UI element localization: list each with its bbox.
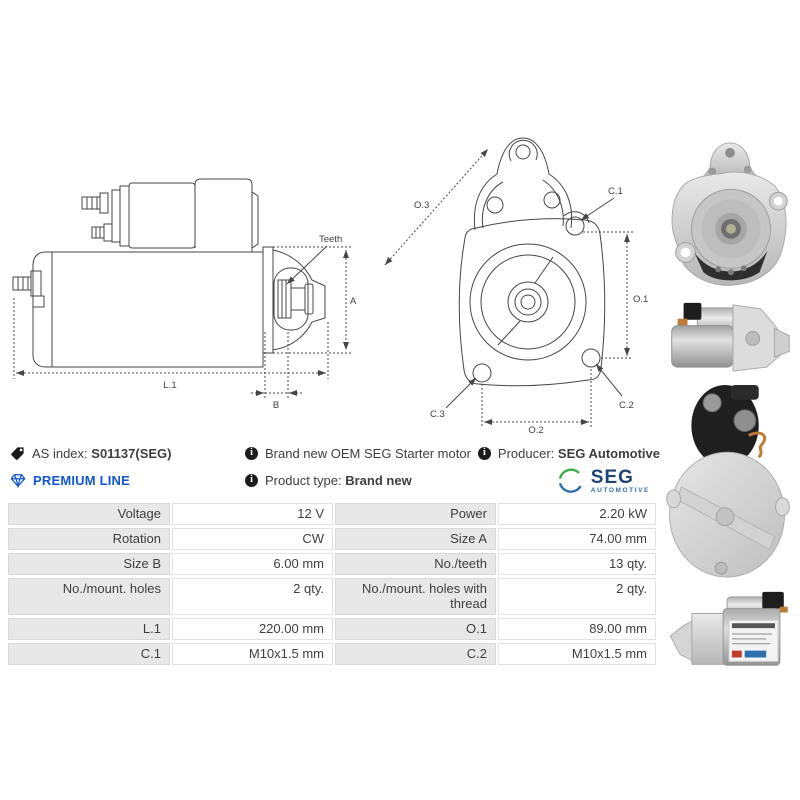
info-icon: i (477, 446, 491, 460)
spec-value-cell: 2 qty. (498, 578, 656, 615)
dim-label-o3: O.3 (414, 200, 429, 211)
dim-label-b: B (273, 400, 279, 411)
product-meta: AS index: S01137(SEG) PREMIUM LINE i Bra… (0, 444, 800, 502)
product-photo-labeled-side-view (669, 591, 788, 666)
diamond-icon (10, 473, 26, 488)
info-icon: i (245, 473, 258, 487)
dim-label-o1: O.1 (633, 294, 648, 305)
spec-label-cell: C.2 (335, 643, 496, 665)
dim-label-teeth: Teeth (319, 234, 342, 245)
spec-label-cell: Rotation (8, 528, 170, 550)
seg-logo-wordmark: SEG AUTOMOTIVE (591, 468, 650, 495)
product-type-text: Product type: Brand new (265, 472, 412, 488)
spec-value-cell: 89.00 mm (498, 618, 656, 640)
spec-table: Voltage 12 V Power 2.20 kW Rotation CW S… (8, 503, 656, 665)
seg-logo-circle-icon (558, 468, 582, 493)
product-type-value: Brand new (345, 472, 412, 488)
spec-value-cell: 6.00 mm (172, 553, 333, 575)
spec-value-cell: M10x1.5 mm (172, 643, 333, 665)
dim-label-c2: C.2 (619, 400, 634, 411)
tag-icon (11, 446, 24, 460)
spec-value-cell: 2.20 kW (498, 503, 656, 525)
spec-label-cell: O.1 (335, 618, 496, 640)
spec-value-cell: 74.00 mm (498, 528, 656, 550)
premium-line-label: PREMIUM LINE (33, 472, 131, 488)
dim-label-o2: O.2 (528, 425, 543, 436)
producer-value: SEG Automotive (557, 445, 660, 461)
spec-label-cell: Size A (335, 528, 496, 550)
technical-drawing-side-view: Teeth A L.1 B (12, 178, 357, 411)
meta-column-middle: i Brand new OEM SEG Starter motor i Prod… (245, 444, 471, 489)
spec-value-cell: 2 qty. (172, 578, 333, 615)
dim-label-c1: C.1 (608, 186, 623, 197)
brand-info-text: Brand new OEM SEG Starter motor (265, 445, 471, 461)
product-type-row: i Product type: Brand new (245, 471, 471, 489)
spec-label-cell: C.1 (8, 643, 170, 665)
product-photo-rear-view (666, 384, 790, 578)
spec-value-cell: M10x1.5 mm (498, 643, 656, 665)
product-photos (663, 138, 797, 679)
product-photo-front-view (671, 142, 788, 286)
brand-info-row: i Brand new OEM SEG Starter motor (245, 444, 471, 462)
spec-label-cell: Power (335, 503, 496, 525)
seg-automotive-logo: SEG AUTOMOTIVE (556, 466, 650, 496)
producer-row: i Producer: SEG Automotive (477, 444, 660, 462)
producer-text: Producer: SEG Automotive (497, 445, 660, 461)
spec-label-cell: No./mount. holes with thread (335, 578, 496, 615)
as-index-text: AS index: S01137(SEG) (32, 445, 172, 461)
spec-value-cell: 13 qty. (498, 553, 656, 575)
product-photo-side-view (671, 302, 790, 372)
spec-label-cell: L.1 (8, 618, 170, 640)
dim-label-l1: L.1 (163, 380, 176, 391)
info-icon: i (245, 446, 258, 460)
meta-column-left: AS index: S01137(SEG) PREMIUM LINE (10, 444, 172, 489)
premium-line-row: PREMIUM LINE (10, 471, 172, 489)
spec-label-cell: No./teeth (335, 553, 496, 575)
seg-logo-subtitle: AUTOMOTIVE (590, 486, 650, 494)
spec-value-cell: CW (172, 528, 333, 550)
spec-label-cell: Voltage (8, 503, 170, 525)
as-index-value: S01137(SEG) (91, 445, 172, 461)
spec-value-cell: 220.00 mm (172, 618, 333, 640)
meta-column-right: i Producer: SEG Automotive SEG AUTOMOTIV… (477, 444, 660, 496)
spec-value-cell: 12 V (172, 503, 333, 525)
dim-label-a: A (350, 296, 357, 307)
spec-label-cell: Size B (8, 553, 170, 575)
dim-label-c3: C.3 (430, 409, 445, 420)
technical-drawing-front-view: O.3 O.1 O.2 C.1 C.2 C.3 (384, 137, 648, 436)
as-index-row: AS index: S01137(SEG) (10, 444, 172, 462)
seg-logo-name: SEG (590, 466, 634, 488)
spec-label-cell: No./mount. holes (8, 578, 170, 615)
